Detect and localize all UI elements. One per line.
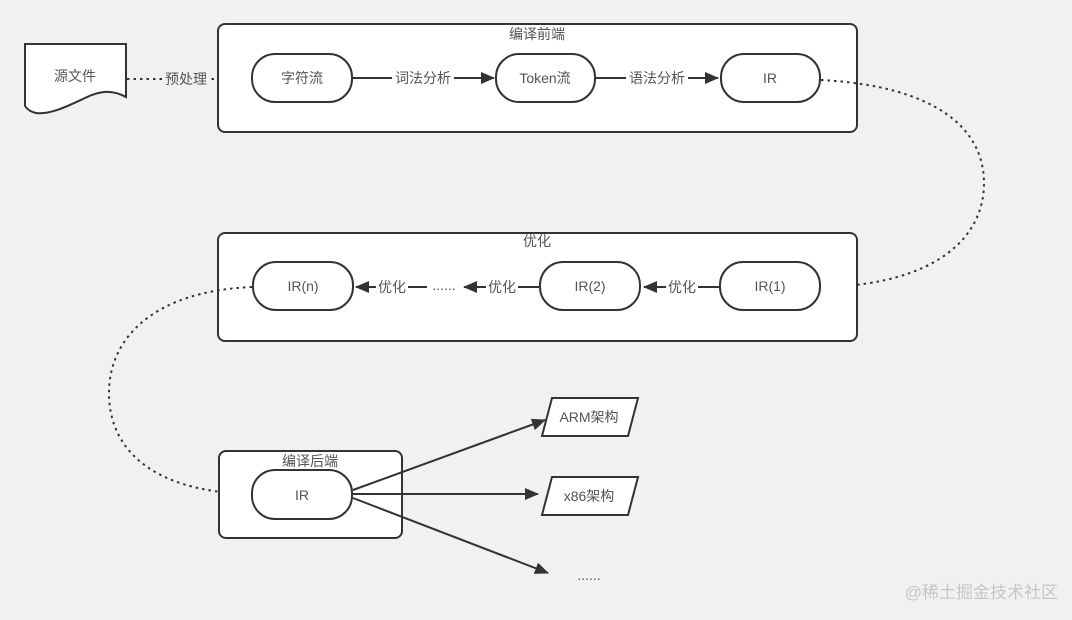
arrow-to-more [352,497,549,574]
optimizer-group: 优化 优化 优化 优化 ...... IR(n) IR(2) IR(1) [217,232,858,342]
arm-label: ARM架构 [559,409,618,425]
arrow-to-arm [352,418,546,491]
frontend-title: 编译前端 [509,26,565,42]
preprocess-label-bg [162,70,210,88]
ir-1-label: IR(1) [754,278,785,294]
token-stream-label: Token流 [519,70,570,86]
watermark: @稀土掘金技术社区 [905,583,1058,602]
ir-2-label: IR(2) [574,278,605,294]
lexical-label: 词法分析 [395,70,451,86]
char-stream-node [251,53,353,103]
optimizer-ellipsis: ...... [432,277,455,293]
backend-ir-label: IR [295,487,309,503]
frontend-ir-node [720,53,821,103]
preprocess-label: 预处理 [165,71,207,87]
char-stream-label: 字符流 [281,70,323,86]
document-icon [24,43,127,115]
source-file-label: 源文件 [54,68,96,84]
ir-n-node [252,261,354,311]
token-stream-node [495,53,596,103]
opt-label1: 优化 [378,279,406,295]
frontend-ir-label: IR [763,70,777,86]
backend-ir-node [251,469,353,520]
targets-ellipsis: ...... [577,567,600,583]
opt-label2: 优化 [488,279,516,295]
target-x86: x86架构 [540,476,640,516]
syntax-label-bg [626,69,688,87]
backend-title: 编译后端 [282,453,338,469]
opt-label3-bg [666,278,698,296]
x86-parallelogram [540,476,640,516]
source-file-shape: 源文件 [24,43,127,115]
x86-label: x86架构 [564,488,615,504]
ir-1-node [719,261,821,311]
target-arm: ARM架构 [540,397,640,437]
opt-label2-bg [486,278,518,296]
lexical-label-bg [392,69,454,87]
ir-n-label: IR(n) [287,278,318,294]
optimizer-title: 优化 [523,233,551,249]
opt-label1-bg [376,278,408,296]
arm-parallelogram [540,397,640,437]
opt-label3: 优化 [668,279,696,295]
syntax-label: 语法分析 [629,70,685,86]
backend-group: 编译后端 IR [218,450,403,539]
frontend-group: 编译前端 词法分析 语法分析 字符流 Token流 IR [217,23,858,133]
ir-2-node [539,261,641,311]
